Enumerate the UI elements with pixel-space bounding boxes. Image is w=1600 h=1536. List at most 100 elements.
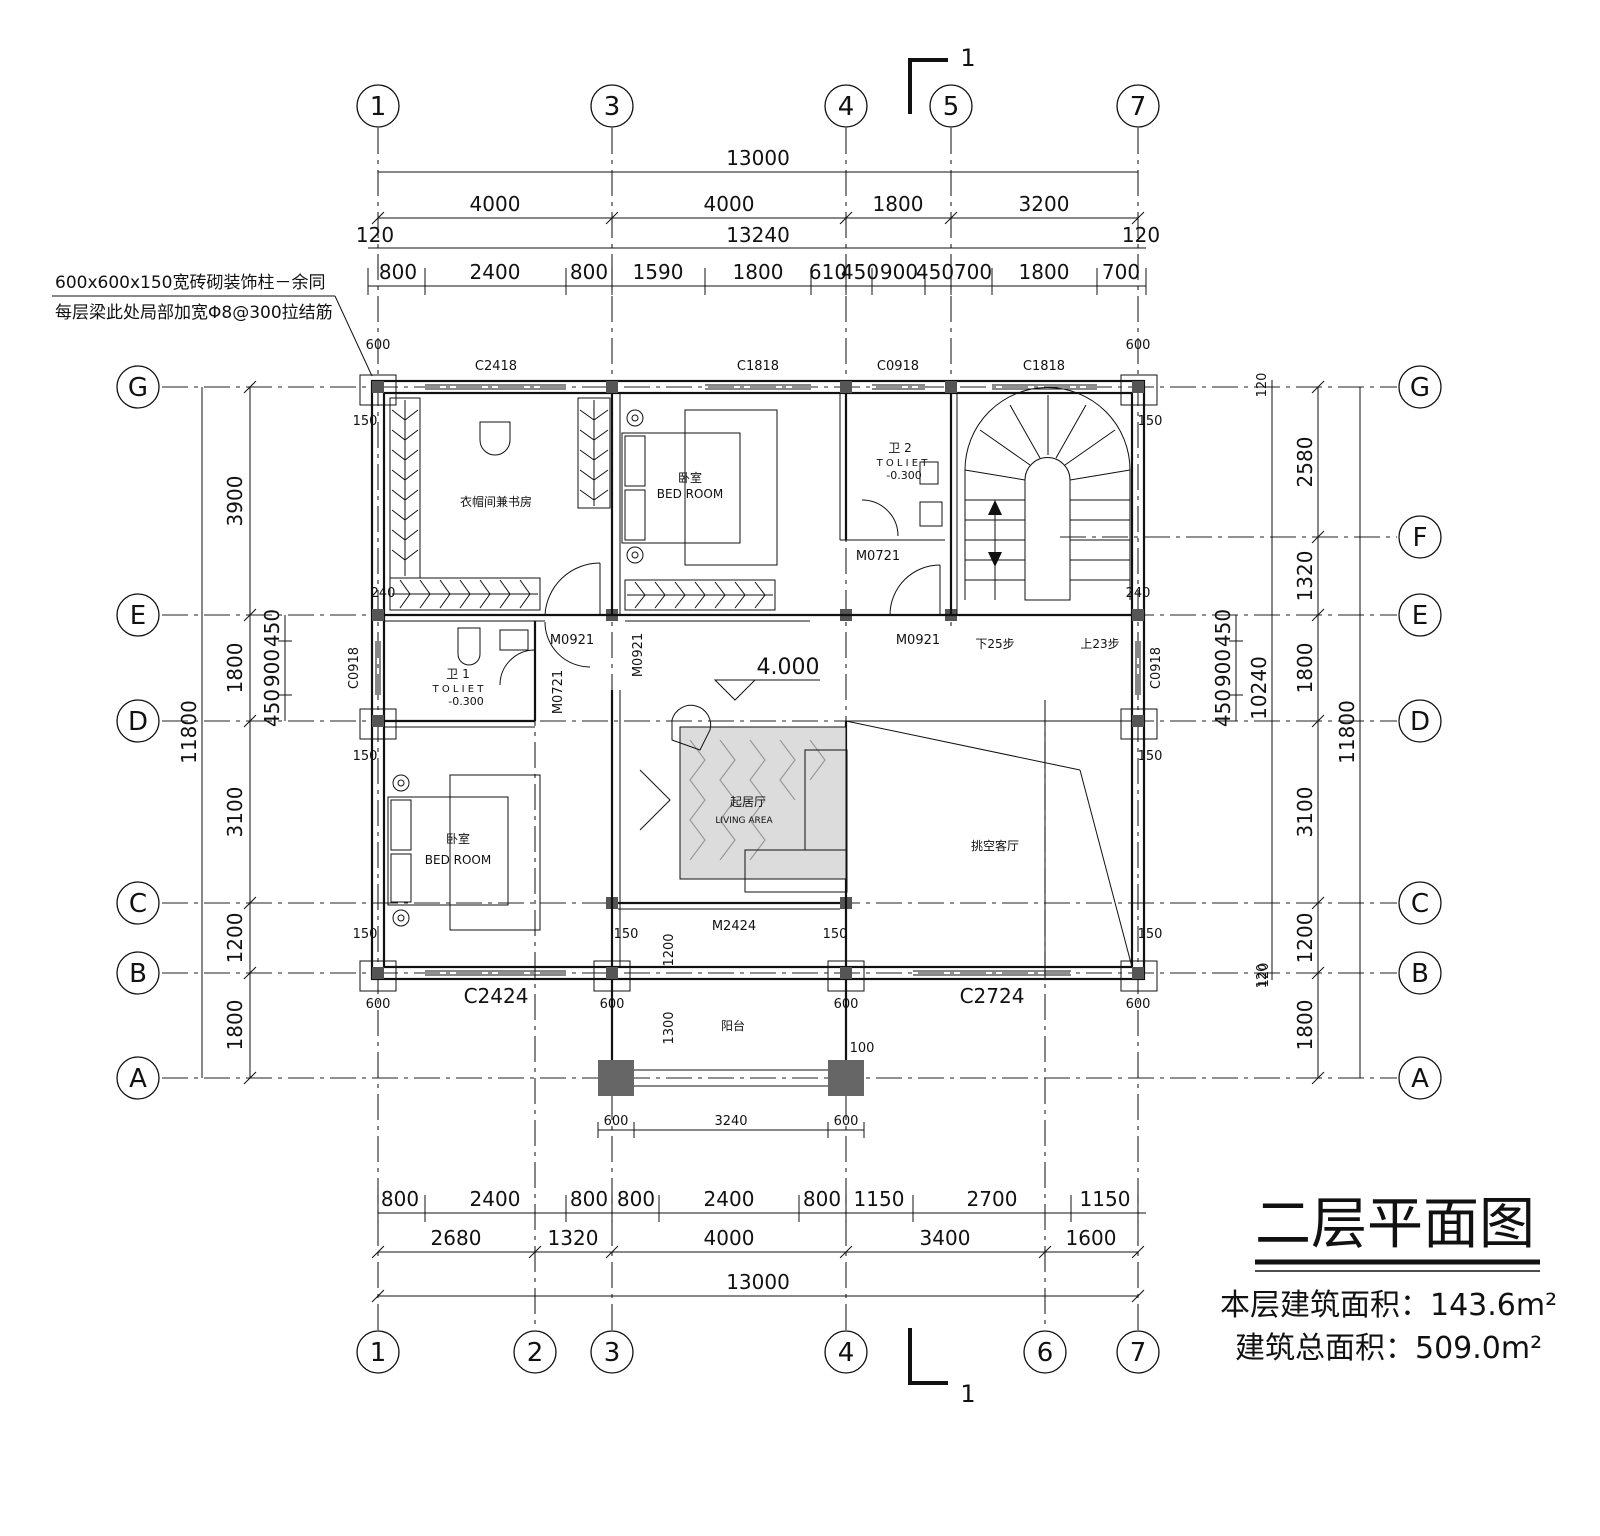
exterior-walls <box>359 374 1158 992</box>
dim-label: 1800 <box>1293 643 1317 694</box>
axis-label: 4 <box>838 92 855 122</box>
dim-label: 100 <box>850 1041 875 1056</box>
room-label-wc1: 卫 1 <box>446 667 469 681</box>
room-label-wc1-level: -0.300 <box>448 695 483 708</box>
door-label: M0721 <box>856 549 900 564</box>
axis-label: 3 <box>604 92 621 122</box>
dim-label: 2400 <box>470 260 521 284</box>
dims-bottom: 800 2400 800 800 2400 800 1150 2700 1150… <box>371 1187 1146 1303</box>
window-label: C1818 <box>1023 359 1065 374</box>
dim-label: 610 <box>809 260 847 284</box>
dim-label: 600 <box>366 997 391 1012</box>
dim-label: 1800 <box>223 643 247 694</box>
room-label-bed2: 卧室 <box>446 831 470 846</box>
axis-label: 1 <box>370 1338 387 1368</box>
dim-label: 240 <box>371 586 396 601</box>
dims-left: 11800 3900 1800 3100 1200 1800 450 900 4… <box>177 380 292 1085</box>
dim-label: 150 <box>614 927 639 942</box>
axis-label: C <box>1411 889 1429 919</box>
axis-bubble: 4 <box>824 1330 868 1374</box>
axis-label: E <box>1412 601 1428 631</box>
dim-label: 120 <box>356 223 394 247</box>
room-label-wc2: 卫 2 <box>888 441 911 455</box>
axis-bubble: G <box>116 365 160 409</box>
dim-label: 4000 <box>470 192 521 216</box>
stair-label-down: 下25步 <box>975 637 1014 651</box>
section-mark-top: 1 <box>908 44 976 114</box>
room-label-bed1: 卧室 <box>678 470 702 485</box>
dim-label: 450 <box>260 689 284 727</box>
dim-label: 1800 <box>1293 1000 1317 1051</box>
bed-master <box>621 409 778 566</box>
dim-label: 150 <box>1138 927 1163 942</box>
axis-bubbles-bottom: 1 2 3 4 6 7 <box>356 1330 1160 1374</box>
spiral-stair <box>964 387 1131 601</box>
dim-label: 120 <box>1257 963 1272 988</box>
room-label-balcony: 阳台 <box>721 1018 745 1033</box>
axis-label: C <box>129 889 147 919</box>
axis-bubbles-top: 1 3 4 5 7 <box>356 84 1160 128</box>
dim-label: 13000 <box>726 146 790 170</box>
room-label-bed1-en: BED ROOM <box>657 487 723 501</box>
bed-second <box>387 774 541 931</box>
dim-label: 1800 <box>223 1000 247 1051</box>
door-label: M0721 <box>551 670 566 714</box>
axis-bubbles-left: G E D C B A <box>116 365 160 1100</box>
floor-area: 本层建筑面积：143.6m² <box>1220 1288 1557 1323</box>
dim-label: 900 <box>1211 649 1235 687</box>
axis-label: 7 <box>1130 92 1147 122</box>
axis-label: G <box>128 373 148 403</box>
dim-label: 600 <box>366 338 391 353</box>
dim-label: 800 <box>803 1187 841 1211</box>
dim-label: 1600 <box>1066 1226 1117 1250</box>
axis-label: G <box>1410 373 1430 403</box>
dim-label: 150 <box>353 927 378 942</box>
dim-label: 13240 <box>726 223 790 247</box>
note-line: 每层梁此处局部加宽Φ8@300拉结筋 <box>55 303 333 323</box>
balcony <box>610 979 848 1087</box>
axis-label: 2 <box>527 1338 544 1368</box>
dim-label: 1800 <box>873 192 924 216</box>
dim-label: 2580 <box>1293 437 1317 488</box>
room-label-living-en: LIVING AREA <box>715 816 773 826</box>
dim-label: 2400 <box>470 1187 521 1211</box>
stair-label-up: 上23步 <box>1080 637 1119 651</box>
window-label: C2418 <box>475 359 517 374</box>
axis-label: D <box>1410 707 1430 737</box>
dim-label: 600 <box>604 1114 629 1129</box>
window-label: C2424 <box>464 984 529 1008</box>
dim-label: 3100 <box>1293 787 1317 838</box>
dim-label: 450 <box>916 260 954 284</box>
axis-label: 6 <box>1037 1338 1054 1368</box>
dim-label: 800 <box>617 1187 655 1211</box>
axis-label: E <box>130 601 146 631</box>
room-label-void: 挑空客厅 <box>971 838 1019 853</box>
axis-bubble: 5 <box>929 84 973 128</box>
section-label: 1 <box>960 1380 975 1408</box>
dim-label: 800 <box>381 1187 419 1211</box>
column-dims: 600 600 600 600 600 600 150 150 150 150 … <box>353 338 1272 1056</box>
axis-bubble: 4 <box>824 84 868 128</box>
dim-label: 150 <box>823 927 848 942</box>
dim-label: 450 <box>1211 689 1235 727</box>
dim-label: 1150 <box>854 1187 905 1211</box>
dim-label: 450 <box>841 260 879 284</box>
dim-label: 2680 <box>431 1226 482 1250</box>
total-area: 建筑总面积：509.0m² <box>1235 1331 1542 1366</box>
door-label: M0921 <box>631 633 646 677</box>
dim-label: 800 <box>570 260 608 284</box>
dim-label: 2400 <box>704 1187 755 1211</box>
dim-label: 150 <box>1138 414 1163 429</box>
axis-bubbles-right: G F E D C B A <box>1398 365 1442 1100</box>
dim-label: 450 <box>1211 609 1235 647</box>
dim-label: 600 <box>1126 997 1151 1012</box>
room-label-bed2-en: BED ROOM <box>425 853 491 867</box>
dim-label: 600 <box>600 997 625 1012</box>
dim-label: 4000 <box>704 192 755 216</box>
dim-label: 800 <box>379 260 417 284</box>
axis-label: B <box>129 959 147 989</box>
elevation-label: 4.000 <box>757 655 820 680</box>
window-labels: C2418 C1818 C0918 C1818 C0918 C0918 C242… <box>347 359 1164 1008</box>
dim-label: 1200 <box>223 913 247 964</box>
